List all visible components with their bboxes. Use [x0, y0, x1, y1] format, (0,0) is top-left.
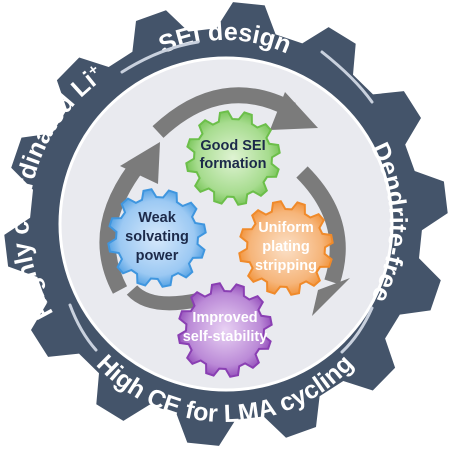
- cycle-arrow-right-head: [312, 278, 350, 316]
- gear-bottom-body: [177, 282, 273, 378]
- gear-good-sei-formation: Good SEI formation: [185, 110, 281, 206]
- gear-bottom-line1: Improved: [192, 310, 257, 326]
- gear-uniform-plating-stripping: Uniform plating stripping: [238, 200, 334, 296]
- gear-left-body: [107, 188, 207, 288]
- cycle-arrow-bottom: [126, 284, 200, 311]
- gear-weak-solvating-power: Weak solvating power: [107, 188, 207, 288]
- double-arrows: [68, 40, 374, 354]
- double-arrow-bottom-right: [340, 306, 374, 354]
- gear-top-line2: formation: [200, 156, 267, 172]
- inner-disk: [58, 56, 394, 392]
- cycle-arrow-top: [152, 87, 296, 138]
- cycle-arrow-top-head: [270, 92, 318, 130]
- cycle-arrows: [99, 87, 350, 316]
- gear-right-line1: Uniform: [258, 220, 314, 236]
- gear-left-line2: solvating: [125, 229, 189, 245]
- double-arrow-top-left: [120, 40, 200, 74]
- gear-top-line1: Good SEI: [200, 138, 265, 154]
- cycle-arrow-left-head: [120, 142, 160, 184]
- gear-top-body: [185, 110, 281, 206]
- cycle-arrow-right: [296, 166, 346, 285]
- cycle-arrow-left: [99, 160, 145, 294]
- gear-left-line1: Weak: [138, 210, 177, 226]
- double-arrow-bottom-left: [68, 303, 98, 352]
- gear-left-line3: power: [136, 248, 179, 264]
- gear-right-line3: stripping: [255, 258, 317, 274]
- double-arrow-top-right: [320, 50, 374, 104]
- gear-right-body: [238, 200, 334, 296]
- gear-improved-self-stability: Improved self-stability: [177, 282, 273, 378]
- gear-right-line2: plating: [262, 239, 310, 255]
- gear-bottom-line2: self-stability: [183, 329, 268, 345]
